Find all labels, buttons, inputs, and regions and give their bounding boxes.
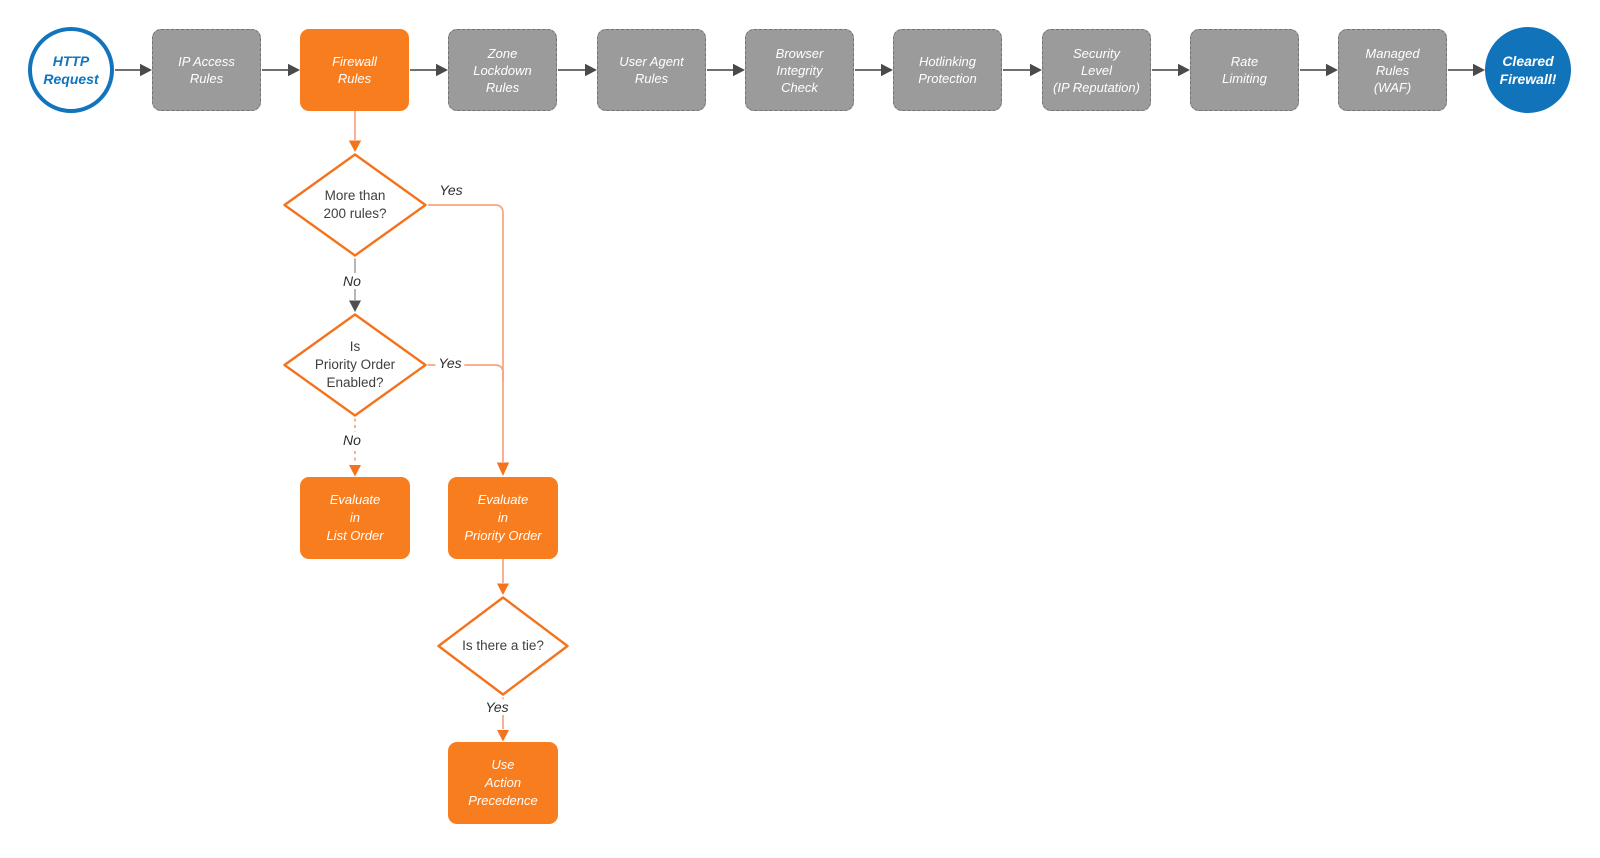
pipeline-box-user-agent-rules: User Agent Rules: [597, 29, 706, 111]
node-label: Security Level (IP Reputation): [1053, 45, 1140, 95]
edge-label-yes: Yes: [436, 182, 466, 198]
node-label: Zone Lockdown Rules: [473, 45, 532, 95]
arrow-right-icon: [1152, 63, 1190, 77]
diamond-shape-icon: [283, 313, 427, 417]
node-label: IP Access Rules: [178, 54, 235, 86]
action-use-action-precedence: Use Action Precedence: [448, 742, 558, 824]
diamond-shape-icon: [283, 153, 427, 257]
arrow-right-icon: [707, 63, 745, 77]
node-label: Evaluate in Priority Order: [464, 492, 542, 543]
arrow-right-icon: [115, 63, 152, 77]
edge-label-yes: Yes: [435, 355, 465, 371]
arrow-down-icon: [349, 465, 361, 477]
node-label: User Agent Rules: [619, 54, 684, 86]
arrow-down-icon: [497, 583, 509, 595]
pipeline-box-managed-rules-waf: Managed Rules (WAF): [1338, 29, 1447, 111]
action-evaluate-in-priority-order: Evaluate in Priority Order: [448, 477, 558, 559]
arrow-right-icon: [1003, 63, 1042, 77]
arrow-down-icon: [496, 462, 510, 476]
arrow-right-icon: [558, 63, 597, 77]
diamond-shape-icon: [437, 596, 569, 696]
action-evaluate-in-list-order: Evaluate in List Order: [300, 477, 410, 559]
node-label: Rate Limiting: [1222, 54, 1267, 86]
node-label: Firewall Rules: [332, 54, 377, 86]
pipeline-box-firewall-rules: Firewall Rules: [300, 29, 409, 111]
edge-priority-to-d3: [497, 559, 509, 595]
edge-label-yes: Yes: [482, 699, 512, 715]
node-label: Cleared Firewall!: [1499, 53, 1557, 87]
node-label: Use Action Precedence: [468, 757, 538, 808]
pipeline-box-ip-access-rules: IP Access Rules: [152, 29, 261, 111]
pipeline-box-hotlinking-protection: Hotlinking Protection: [893, 29, 1002, 111]
edge-d1-yes: [428, 204, 510, 476]
arrow-down-icon: [349, 300, 361, 312]
edge-label-no: No: [340, 273, 364, 289]
node-label: Hotlinking Protection: [918, 54, 977, 86]
decision-more-than-200-rules: More than 200 rules?: [282, 152, 428, 258]
node-label: HTTP Request: [43, 53, 99, 87]
arrow-right-icon: [855, 63, 893, 77]
pipeline-box-security-level: Security Level (IP Reputation): [1042, 29, 1151, 111]
decision-priority-order-enabled: Is Priority Order Enabled?: [282, 312, 428, 418]
node-label: Evaluate in List Order: [326, 492, 384, 543]
node-label: Browser Integrity Check: [775, 45, 824, 95]
arrow-right-icon: [410, 63, 448, 77]
edge-label-no: No: [340, 432, 364, 448]
edge-firewall-to-d1: [348, 111, 362, 152]
edge-d2-yes: [427, 364, 504, 382]
decision-is-there-a-tie: Is there a tie?: [436, 595, 570, 697]
node-label: Is there a tie?: [462, 638, 544, 653]
node-label: Managed Rules (WAF): [1365, 45, 1420, 95]
node-label: Is Priority Order Enabled?: [314, 339, 396, 390]
pipeline-box-rate-limiting: Rate Limiting: [1190, 29, 1299, 111]
start-node-http-request: HTTP Request: [28, 27, 114, 113]
pipeline-box-zone-lockdown-rules: Zone Lockdown Rules: [448, 29, 557, 111]
end-node-cleared-firewall: Cleared Firewall!: [1485, 27, 1571, 113]
arrow-right-icon: [262, 63, 300, 77]
arrow-down-icon: [497, 730, 509, 742]
pipeline-box-browser-integrity-check: Browser Integrity Check: [745, 29, 854, 111]
arrow-down-icon: [348, 140, 362, 152]
pipeline-arrows: [115, 63, 1485, 77]
node-label: More than 200 rules?: [323, 188, 387, 221]
arrow-right-icon: [1448, 63, 1485, 77]
arrow-right-icon: [1300, 63, 1338, 77]
